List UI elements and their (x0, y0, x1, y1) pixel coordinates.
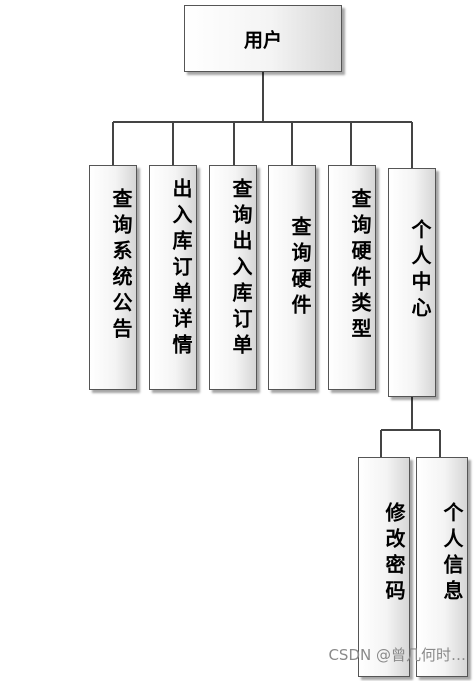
node-label: 个人中心 (408, 219, 432, 323)
node-personal-info: 个人信息 (416, 457, 468, 677)
root-node: 用户 (184, 5, 342, 72)
node-change-password: 修改密码 (358, 457, 410, 677)
node-label: 修改密码 (382, 502, 406, 606)
watermark: CSDN @曾几何时… (328, 646, 466, 664)
node-label: 查询出入库订单 (229, 178, 253, 360)
node-order-details: 出入库订单详情 (149, 165, 197, 390)
node-query-hardware-type: 查询硬件类型 (328, 165, 376, 390)
node-personal-center: 个人中心 (388, 168, 436, 397)
node-query-hardware: 查询硬件 (268, 165, 316, 390)
node-label: 查询系统公告 (109, 188, 133, 344)
node-query-announcement: 查询系统公告 (89, 165, 137, 390)
root-label: 用户 (243, 29, 282, 51)
node-label: 个人信息 (440, 502, 464, 606)
node-label: 查询硬件 (288, 216, 312, 320)
node-query-orders: 查询出入库订单 (209, 165, 257, 390)
node-label: 出入库订单详情 (169, 178, 193, 360)
node-label: 查询硬件类型 (348, 188, 372, 344)
